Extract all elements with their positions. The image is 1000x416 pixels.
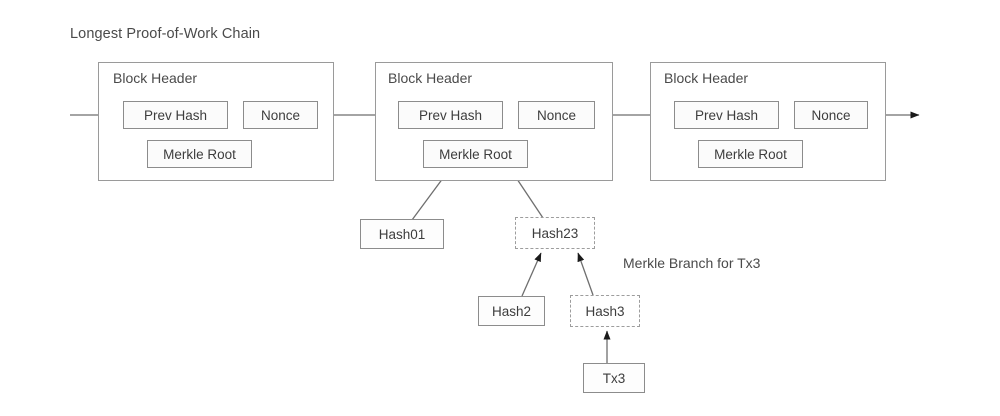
page-title: Longest Proof-of-Work Chain bbox=[70, 26, 261, 42]
merkle-node-hash2[interactable]: Hash2 bbox=[478, 296, 545, 326]
block-1-prev-hash[interactable]: Prev Hash bbox=[123, 101, 228, 129]
merkle-node-tx3[interactable]: Tx3 bbox=[583, 363, 645, 393]
block-3-prev-hash[interactable]: Prev Hash bbox=[674, 101, 779, 129]
block-3-nonce[interactable]: Nonce bbox=[794, 101, 868, 129]
merkle-node-hash3[interactable]: Hash3 bbox=[570, 295, 640, 327]
block-3-merkle-root[interactable]: Merkle Root bbox=[698, 140, 803, 168]
arrow-hash2-to-hash23 bbox=[521, 252, 542, 297]
block-3-header-label: Block Header bbox=[664, 70, 749, 86]
block-2-nonce[interactable]: Nonce bbox=[518, 101, 595, 129]
merkle-node-hash01[interactable]: Hash01 bbox=[360, 219, 444, 249]
merkle-node-hash23[interactable]: Hash23 bbox=[515, 217, 595, 249]
arrow-hash3-to-hash23 bbox=[577, 252, 594, 296]
merkle-branch-annotation: Merkle Branch for Tx3 bbox=[623, 255, 761, 271]
block-1-nonce[interactable]: Nonce bbox=[243, 101, 318, 129]
block-2-prev-hash[interactable]: Prev Hash bbox=[398, 101, 503, 129]
block-1-header-label: Block Header bbox=[113, 70, 198, 86]
block-1-merkle-root[interactable]: Merkle Root bbox=[147, 140, 252, 168]
block-2-header-label: Block Header bbox=[388, 70, 473, 86]
block-2-merkle-root[interactable]: Merkle Root bbox=[423, 140, 528, 168]
